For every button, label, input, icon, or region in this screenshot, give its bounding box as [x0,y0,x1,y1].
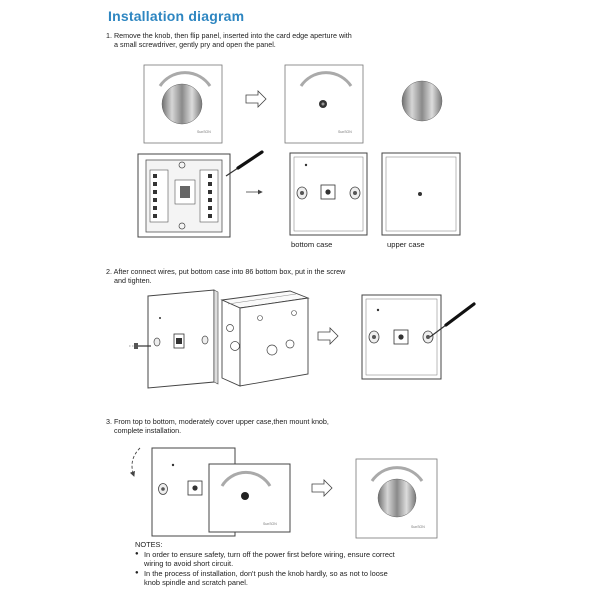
brand-mark: SunSON [411,525,425,529]
step-1-text: 1. Remove the knob, then flip panel, ins… [106,31,352,49]
knob-icon [377,478,417,518]
note-2-line-1: In the process of installation, don't pu… [144,568,388,578]
note-item: In order to ensure safety, turn off the … [135,550,395,569]
knob-icon [161,83,203,125]
upper-case-illustration [381,152,461,236]
bottom-case-caption: bottom case [291,240,333,249]
step-2-line-1: 2. After connect wires, put bottom case … [106,267,346,276]
page-title: Installation diagram [108,8,245,24]
note-1-line-1: In order to ensure safety, turn off the … [144,549,395,559]
notes-heading: NOTES: [135,540,163,549]
step-2-line-2: and tighten. [114,276,152,285]
installed-bottom-case [361,294,442,380]
disassembled-panel-back [137,153,231,238]
brand-mark: SunSON [197,130,211,134]
screwdriver-icon [429,302,476,338]
screwdriver-icon [225,150,264,177]
step-1-line-2: a small screwdriver, gently pry and open… [114,40,276,49]
knob-icon [401,80,443,122]
note-2-line-2: knob spindle and scratch panel. [144,578,248,588]
brand-mark: SunSON [263,522,277,526]
step-1-line-1: 1. Remove the knob, then flip panel, ins… [106,31,352,40]
rotate-arrow-icon [129,447,141,477]
bottom-case-illustration [289,152,368,236]
step-3-text: 3. From top to bottom, moderately cover … [106,417,329,435]
spindle-icon [241,492,249,500]
arrow-right-icon [311,479,333,497]
cover-upper-case-illustration: SunSON [151,447,291,537]
panel-without-knob: SunSON [284,64,364,144]
step-2-text: 2. After connect wires, put bottom case … [106,267,345,285]
bottom-case-side-view [147,289,219,389]
screw-icon [129,343,151,349]
brand-mark: SunSON [338,130,352,134]
step-3-line-1: 3. From top to bottom, moderately cover … [106,417,329,426]
upper-case-caption: upper case [387,240,425,249]
wall-box-86 [220,290,310,387]
completed-panel-with-knob: SunSON [355,458,438,539]
panel-with-knob-1: SunSON [143,64,223,144]
note-1-line-2: wiring to avoid short circuit. [144,559,234,569]
step-3-line-2: complete installation. [114,426,182,435]
note-item: In the process of installation, don't pu… [135,569,395,588]
arrow-right-icon [317,327,339,345]
arrow-right-icon [245,90,267,108]
notes-section: NOTES: In order to ensure safety, turn o… [135,540,395,588]
